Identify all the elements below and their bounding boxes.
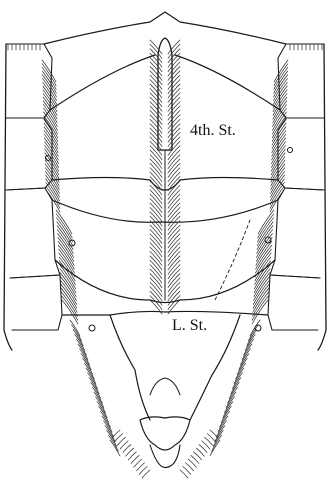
terminal-structures	[140, 378, 190, 468]
last-sternite-label: L. St.	[172, 317, 207, 334]
spiracle-marker	[288, 148, 293, 153]
spiracle-marker	[89, 325, 95, 331]
fourth-sternite-label: 4th. St.	[190, 122, 236, 139]
